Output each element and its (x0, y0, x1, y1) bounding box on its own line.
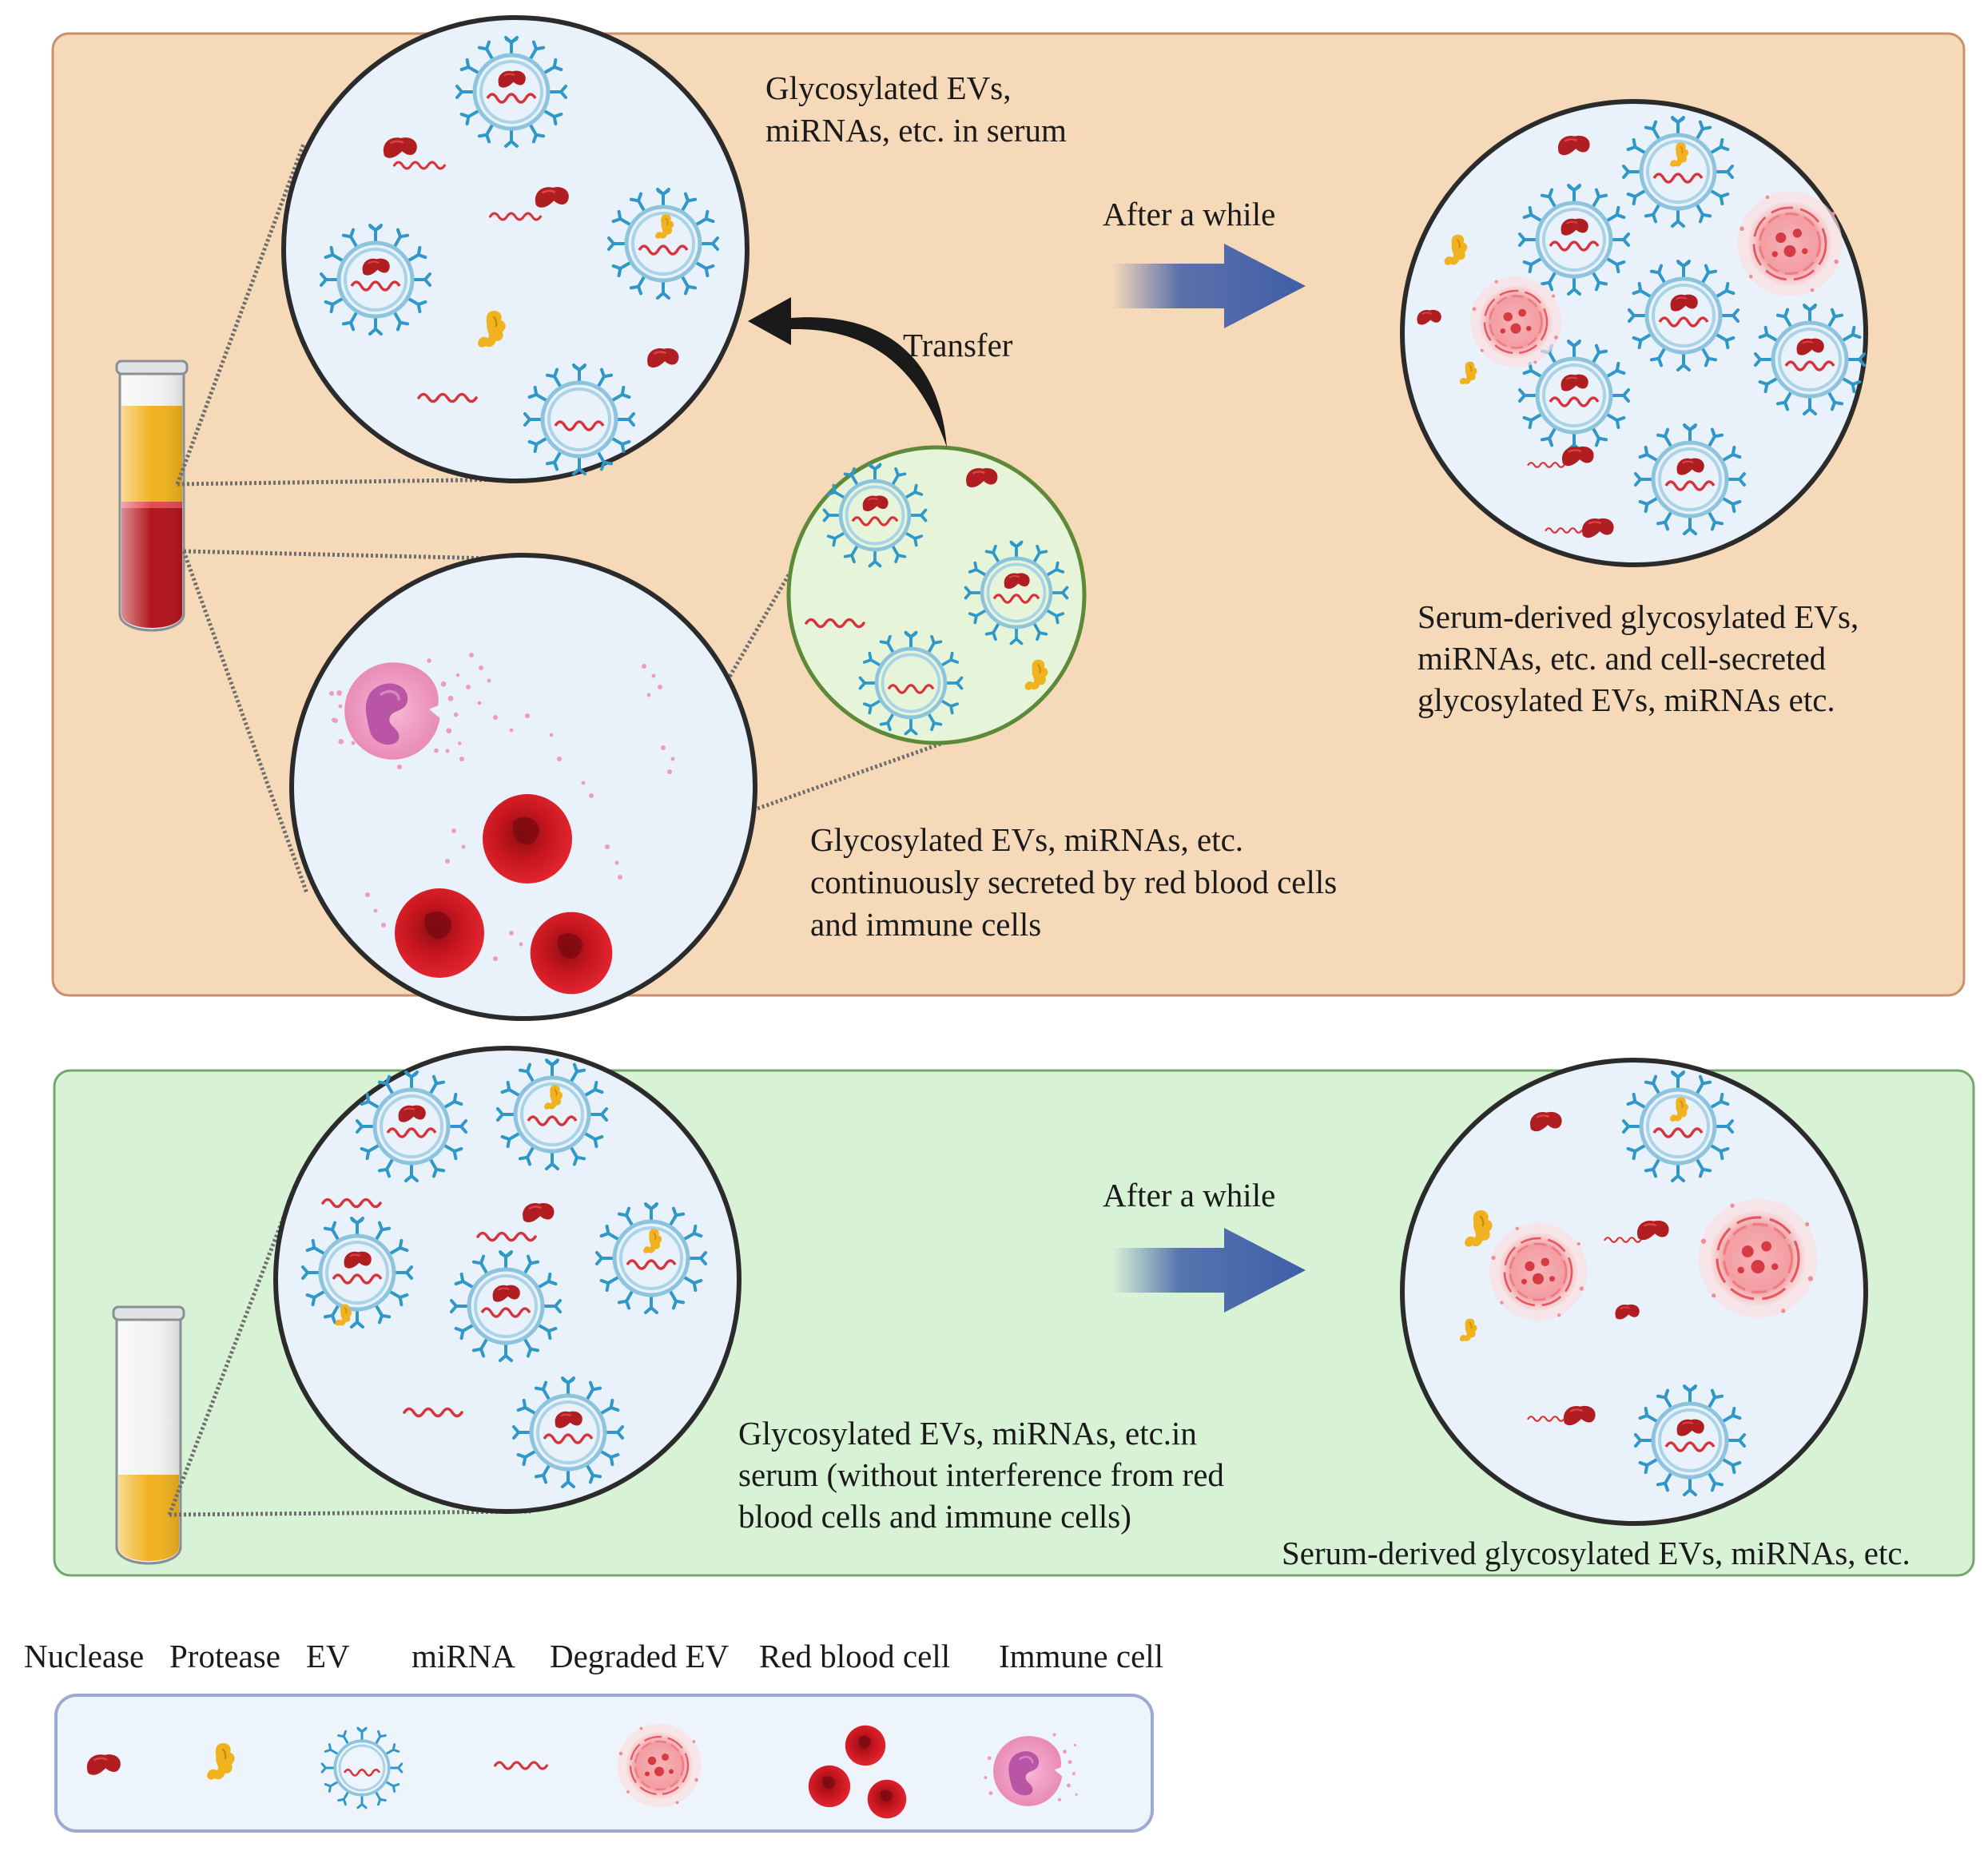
secreted-label-line3: and immune cells (810, 906, 1042, 943)
result-label-top-line2: miRNAs, etc. and cell-secreted (1417, 640, 1827, 677)
secreted-label-line2: continuously secreted by red blood cells (810, 864, 1338, 900)
result-label-bottom: Serum-derived glycosylated EVs, miRNAs, … (1282, 1535, 1910, 1571)
degraded-ev-icon (1488, 1221, 1588, 1322)
legend-label-ev: EV (306, 1638, 350, 1674)
legend-label-degraded-ev: Degraded EV (550, 1638, 730, 1674)
after-while-label-top: After a while (1103, 196, 1276, 232)
red-blood-cell-icon (395, 888, 484, 978)
legend-degraded-ev-icon (616, 1722, 702, 1809)
blood-tube (115, 359, 189, 632)
serum-label-bottom-line2: serum (without interference from red (738, 1456, 1224, 1493)
cells-zoom-circle (289, 553, 757, 1021)
result-circle-bottom (1400, 1058, 1868, 1526)
after-arrow-top (1112, 244, 1306, 328)
secreted-label-line1: Glycosylated EVs, miRNAs, etc. (810, 821, 1244, 858)
serum-label-bottom-line1: Glycosylated EVs, miRNAs, etc.in (738, 1415, 1197, 1452)
legend-label-red-blood-cell: Red blood cell (759, 1638, 951, 1674)
legend-label-protease: Protease (169, 1638, 280, 1674)
degraded-ev-icon (1736, 189, 1844, 298)
serum-tube (112, 1305, 185, 1565)
secreted-ev-circle (786, 445, 1087, 745)
degraded-ev-icon (1469, 275, 1563, 369)
red-blood-cell-icon (483, 794, 572, 884)
degraded-ev-icon (1697, 1198, 1819, 1319)
serum-zoom-circle (281, 15, 749, 483)
legend-label-nuclease: Nuclease (24, 1638, 145, 1674)
after-arrow-bottom (1112, 1228, 1306, 1313)
serum-zoom-circle-bottom (273, 1046, 742, 1514)
legend-label-immune-cell: Immune cell (999, 1638, 1164, 1674)
transfer-arrow (748, 297, 947, 447)
legend-label-mirna: miRNA (412, 1638, 515, 1674)
after-while-label-bottom: After a while (1103, 1177, 1276, 1213)
serum-label-bottom-line3: blood cells and immune cells) (738, 1498, 1131, 1535)
serum-label-line2: miRNAs, etc. in serum (765, 112, 1067, 149)
result-label-top-line1: Serum-derived glycosylated EVs, (1417, 598, 1859, 635)
result-label-top-line3: glycosylated EVs, miRNAs etc. (1417, 681, 1835, 718)
result-circle-top (1400, 99, 1868, 567)
transfer-label: Transfer (903, 327, 1013, 363)
red-blood-cell-icon (530, 912, 613, 995)
serum-label-line1: Glycosylated EVs, (765, 70, 1012, 106)
